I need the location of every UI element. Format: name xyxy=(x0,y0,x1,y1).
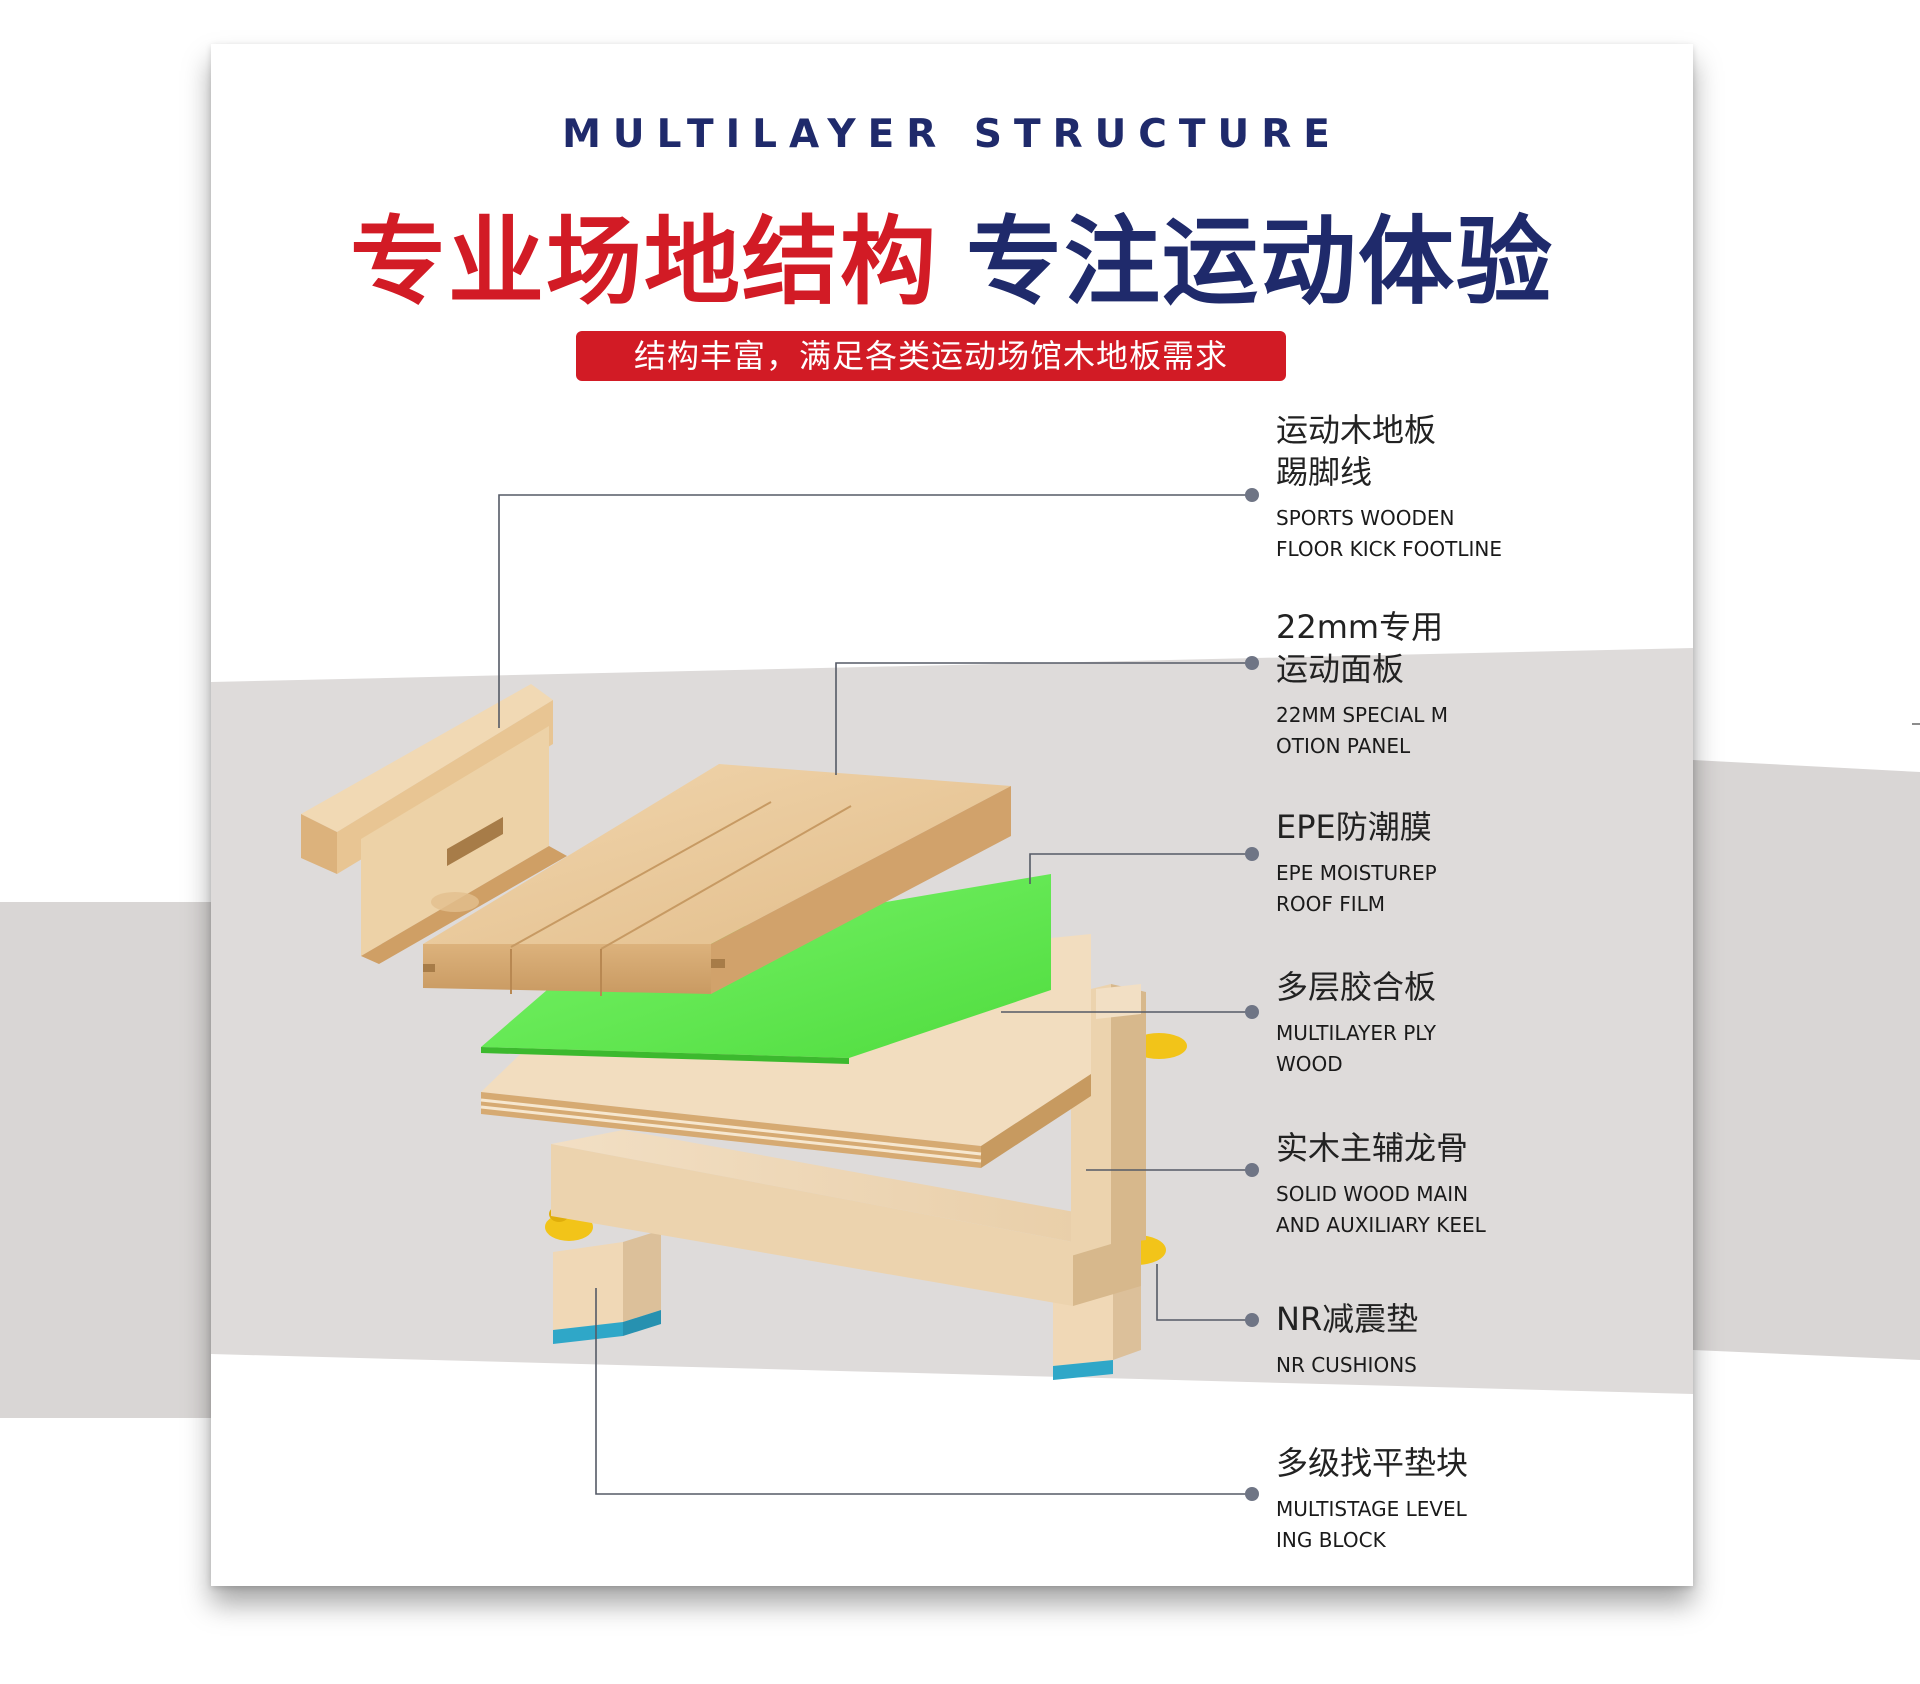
leader-line-panel xyxy=(835,662,1248,775)
label-en: SPORTS WOODEN FLOOR KICK FOOTLINE xyxy=(1276,506,1502,561)
label-cn: 22mm专用 运动面板 xyxy=(1276,608,1444,688)
label-en: MULTISTAGE LEVEL ING BLOCK xyxy=(1276,1497,1467,1552)
label-cn: 多层胶合板 xyxy=(1276,968,1437,1006)
leader-line-block xyxy=(595,1288,1248,1495)
label-en: 22MM SPECIAL M OTION PANEL xyxy=(1276,703,1449,758)
leader-dots xyxy=(1245,488,1259,1501)
label-cn: 运动木地板 踢脚线 xyxy=(1276,411,1437,491)
label-cn: NR减震垫 xyxy=(1276,1300,1419,1338)
tagline-badge: 结构丰富，满足各类运动场馆木地板需求 xyxy=(576,331,1286,381)
headline-blue: 专注运动体验 xyxy=(966,206,1554,318)
leader-line-footline xyxy=(498,494,1248,728)
background-band-left xyxy=(0,902,230,1418)
label-cn: 实木主辅龙骨 xyxy=(1276,1129,1469,1167)
label-wood-keel: 实木主辅龙骨 SOLID WOOD MAIN AND AUXILIARY KEE… xyxy=(1276,1127,1486,1241)
subtitle: MULTILAYER STRUCTURE xyxy=(562,112,1342,157)
epe-green-film xyxy=(481,874,1051,1064)
headline: 专业场地结构专注运动体验 xyxy=(211,184,1693,323)
leader-lines xyxy=(498,494,1248,1495)
label-en: EPE MOISTUREP ROOF FILM xyxy=(1276,861,1437,916)
label-en: SOLID WOOD MAIN AND AUXILIARY KEEL xyxy=(1276,1182,1486,1237)
kick-footline xyxy=(301,684,567,964)
label-cn: EPE防潮膜 xyxy=(1276,808,1432,846)
wood-keel-frame xyxy=(551,984,1146,1306)
label-leveling-block: 多级找平垫块 MULTISTAGE LEVEL ING BLOCK xyxy=(1276,1442,1468,1556)
label-kick-footline: 运动木地板 踢脚线 SPORTS WOODEN FLOOR KICK FOOTL… xyxy=(1276,409,1502,565)
leader-line-film xyxy=(1029,853,1248,884)
label-sports-panel: 22mm专用 运动面板 22MM SPECIAL M OTION PANEL xyxy=(1276,606,1448,762)
structure-card: MULTILAYER STRUCTURE 专业场地结构专注运动体验 结构丰富，满… xyxy=(211,44,1693,1586)
label-en: MULTILAYER PLY WOOD xyxy=(1276,1021,1436,1076)
sports-panel xyxy=(423,764,1011,996)
label-cn: 多级找平垫块 xyxy=(1276,1444,1469,1482)
headline-red: 专业场地结构 xyxy=(350,206,938,318)
leader-line-cushion xyxy=(1156,1264,1248,1321)
floor-structure-illustration xyxy=(301,488,1259,1501)
label-en: NR CUSHIONS xyxy=(1276,1353,1417,1377)
label-plywood: 多层胶合板 MULTILAYER PLY WOOD xyxy=(1276,966,1436,1080)
label-nr-cushions: NR减震垫 NR CUSHIONS xyxy=(1276,1298,1418,1381)
label-epe-film: EPE防潮膜 EPE MOISTUREP ROOF FILM xyxy=(1276,806,1437,920)
